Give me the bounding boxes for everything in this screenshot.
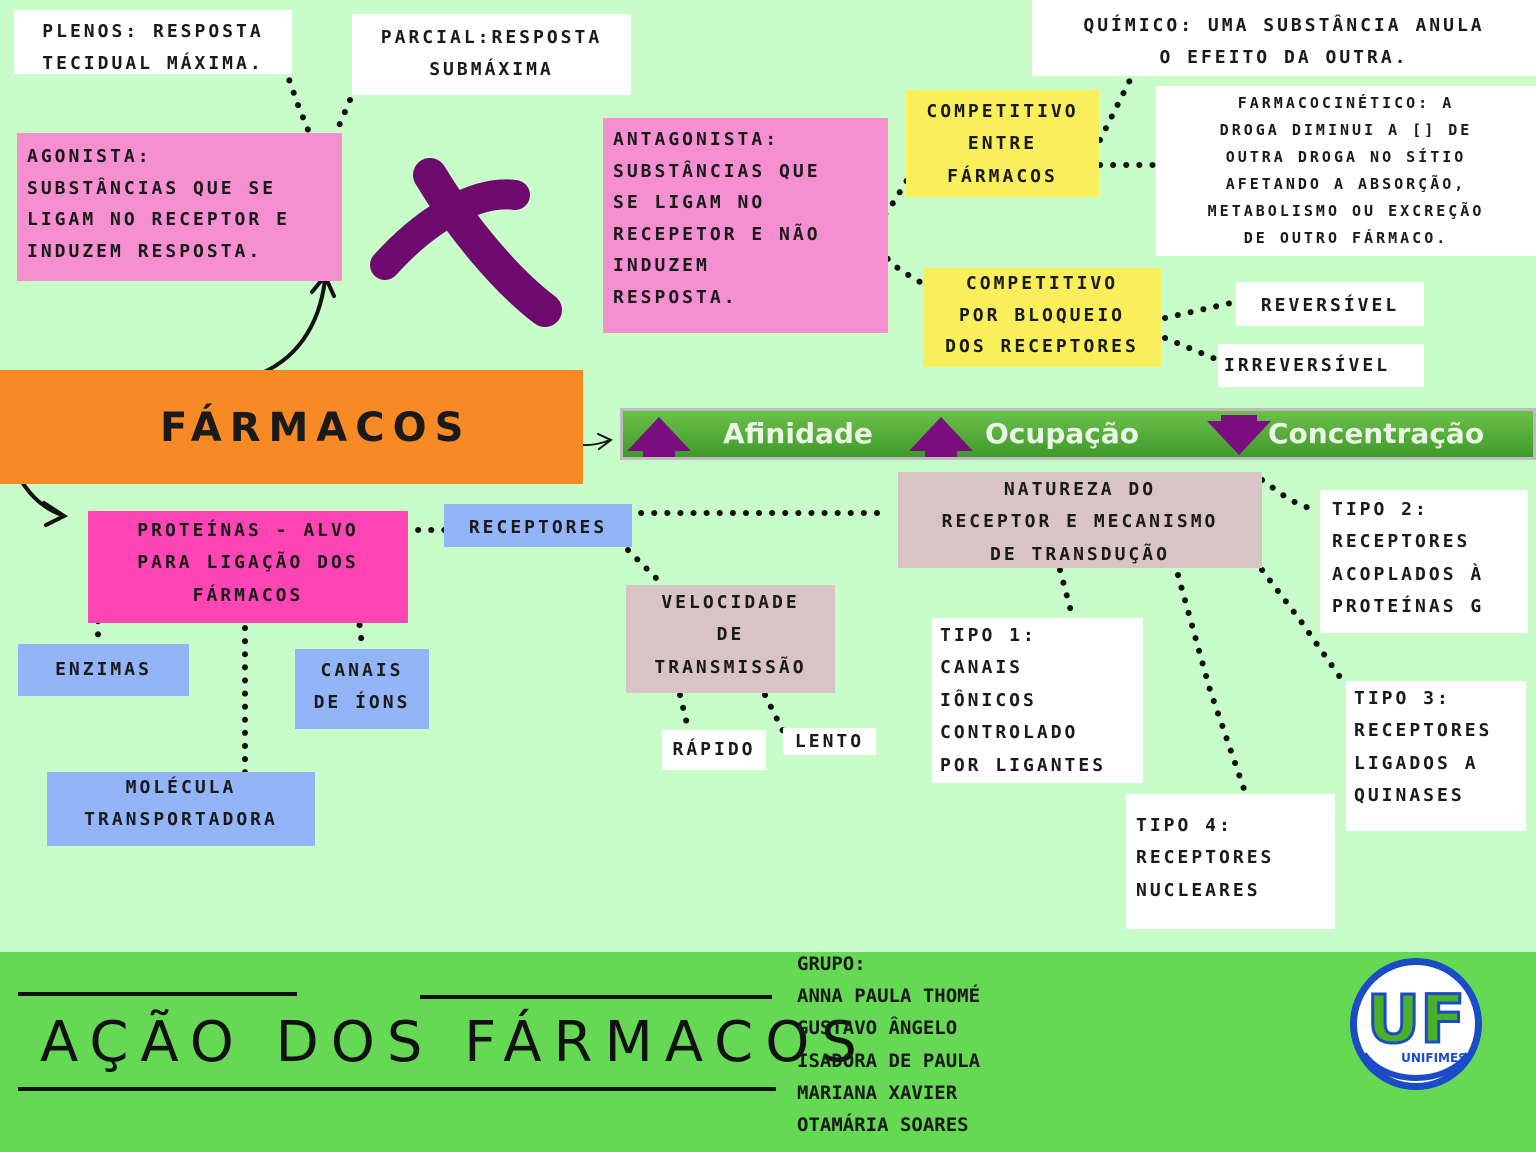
connector-rapido xyxy=(677,692,691,731)
logo-subtext: UNIFIMES xyxy=(1401,1051,1467,1065)
connector-tipo3 xyxy=(1259,567,1345,683)
effect-afinidade: Afinidade xyxy=(723,417,873,450)
footer-rule-top-left xyxy=(18,992,297,996)
group-member: OTAMÁRIA SOARES xyxy=(797,1114,969,1136)
connector-plenos xyxy=(282,65,315,143)
canais-ions-box: CANAIS DE ÍONS xyxy=(295,649,429,729)
footer-rule-bottom xyxy=(18,1087,776,1091)
plenos-box: PLENOS: RESPOSTA TECIDUAL MÁXIMA. xyxy=(14,10,292,74)
connector-irreversivel xyxy=(1162,335,1221,363)
group-member: ISADORA DE PAULA xyxy=(797,1050,981,1072)
connector-parcial xyxy=(335,97,353,131)
effect-ocupacao: Ocupação xyxy=(985,417,1139,450)
parcial-box: PARCIAL:RESPOSTA SUBMÁXIMA xyxy=(352,14,631,95)
footer-band xyxy=(0,952,1536,1152)
agonista-box: AGONISTA: SUBSTÂNCIAS QUE SE LIGAM NO RE… xyxy=(17,133,342,281)
tipo1-box: TIPO 1: CANAIS IÔNICOS CONTROLADO POR LI… xyxy=(932,618,1143,783)
tipo4-box: TIPO 4: RECEPTORES NUCLEARES xyxy=(1126,794,1335,929)
farmacos-bar xyxy=(0,370,583,484)
group-member: MARIANA XAVIER xyxy=(797,1082,958,1104)
proteinas-box: PROTEÍNAS - ALVO PARA LIGAÇÃO DOS FÁRMAC… xyxy=(88,511,408,623)
group-member: ANNA PAULA THOMÉ xyxy=(797,985,981,1007)
molecula-box: MOLÉCULA TRANSPORTADORA xyxy=(47,772,315,846)
reversivel-box: REVERSÍVEL xyxy=(1236,282,1424,326)
connector-quimico xyxy=(1097,77,1133,143)
footer-rule-top-right xyxy=(420,995,772,999)
versus-x-icon xyxy=(370,158,562,327)
tipo3-box: TIPO 3: RECEPTORES LIGADOS A QUINASES xyxy=(1346,681,1526,831)
arrow-down-icon xyxy=(1207,415,1271,455)
competitivo-bloqueio-box: COMPETITIVO POR BLOQUEIO DOS RECEPTORES xyxy=(923,268,1161,367)
logo-text: UF xyxy=(1367,981,1466,1058)
connector-tipo2 xyxy=(1259,477,1321,515)
arrow-up-icon xyxy=(909,417,973,457)
farmacos-title: FÁRMACOS xyxy=(160,405,472,451)
arrow-head-proteinas xyxy=(42,501,69,527)
natureza-box: NATUREZA DO RECEPTOR E MECANISMO DE TRAN… xyxy=(898,472,1262,568)
lento-box: LENTO xyxy=(783,728,876,755)
enzimas-box: ENZIMAS xyxy=(18,644,189,696)
arrow-up-icon xyxy=(627,417,691,457)
velocidade-box: VELOCIDADE DE TRANSMISSÃO xyxy=(626,585,835,693)
rapido-box: RÁPIDO xyxy=(662,730,766,770)
connector-reversivel xyxy=(1162,299,1238,321)
arrow-farmacos-agonista xyxy=(240,278,327,382)
quimico-box: QUÍMICO: UMA SUBSTÂNCIA ANULA O EFEITO D… xyxy=(1032,0,1536,76)
connector-receptores-velocidade xyxy=(625,547,663,585)
farmacocinetico-box: FARMACOCINÉTICO: A DROGA DIMINUI A [] DE… xyxy=(1156,86,1536,256)
group-member: GUSTAVO ÂNGELO xyxy=(797,1017,958,1039)
competitivo-farmacos-box: COMPETITIVO ENTRE FÁRMACOS xyxy=(906,90,1099,197)
connector-canais xyxy=(355,609,365,648)
connector-tipo1 xyxy=(1057,567,1075,618)
antagonista-box: ANTAGONISTA: SUBSTÂNCIAS QUE SE LIGAM NO… xyxy=(603,118,888,333)
effect-concentracao: Concentração xyxy=(1268,417,1485,450)
effects-bar: Afinidade Ocupação Concentração xyxy=(620,408,1536,460)
connector-tipo4 xyxy=(1175,572,1248,795)
irreversivel-box: IRREVERSÍVEL xyxy=(1218,344,1424,387)
connector-lento xyxy=(762,692,788,738)
effects-arrows xyxy=(627,415,1271,457)
group-label: GRUPO: xyxy=(797,953,866,975)
connector-layer xyxy=(6,65,1345,795)
page-title: AÇÃO DOS FÁRMACOS xyxy=(40,1010,869,1075)
arrow-head-effects xyxy=(597,433,613,450)
receptores-box: RECEPTORES xyxy=(444,504,632,547)
unifimes-logo: UF UNIFIMES xyxy=(1350,958,1482,1090)
tipo2-box: TIPO 2: RECEPTORES ACOPLADOS À PROTEÍNAS… xyxy=(1320,490,1528,633)
